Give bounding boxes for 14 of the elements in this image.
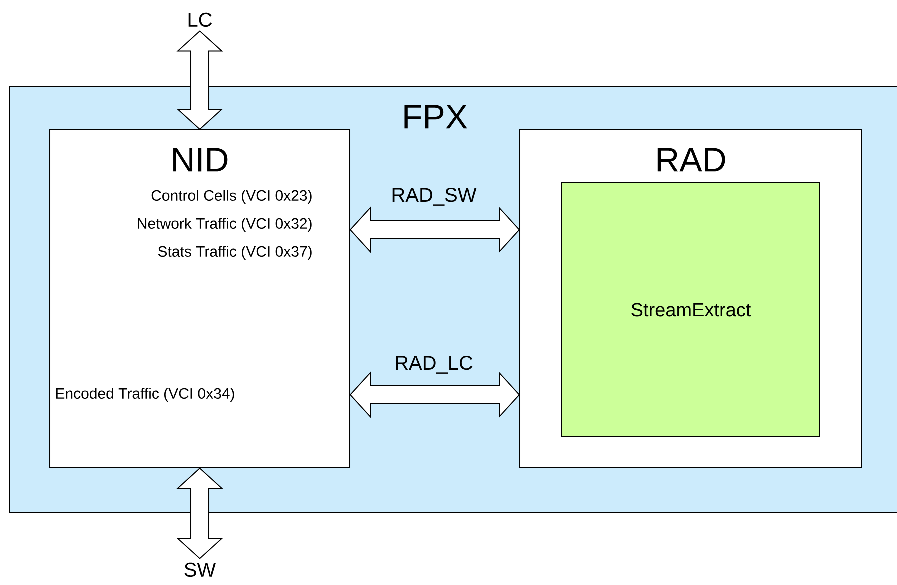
traffic-label: Encoded Traffic (VCI 0x34) — [56, 388, 234, 402]
edge-label: RAD_SW — [390, 187, 478, 207]
block-arrow — [176, 468, 224, 560]
module-title: StreamExtract — [632, 303, 752, 317]
module-title: NID — [174, 148, 228, 172]
traffic-label: Network Traffic (VCI 0x32) — [138, 218, 312, 232]
traffic-label: Stats Traffic (VCI 0x37) — [158, 246, 312, 260]
module-title: FPX — [404, 105, 468, 129]
module-title: RAD — [658, 148, 726, 172]
port-label: LC — [188, 12, 212, 28]
traffic-label: Control Cells (VCI 0x23) — [152, 190, 312, 204]
block-arrow — [176, 30, 224, 130]
port-label: SW — [184, 562, 216, 578]
edge-label: RAD_LC — [394, 355, 474, 375]
